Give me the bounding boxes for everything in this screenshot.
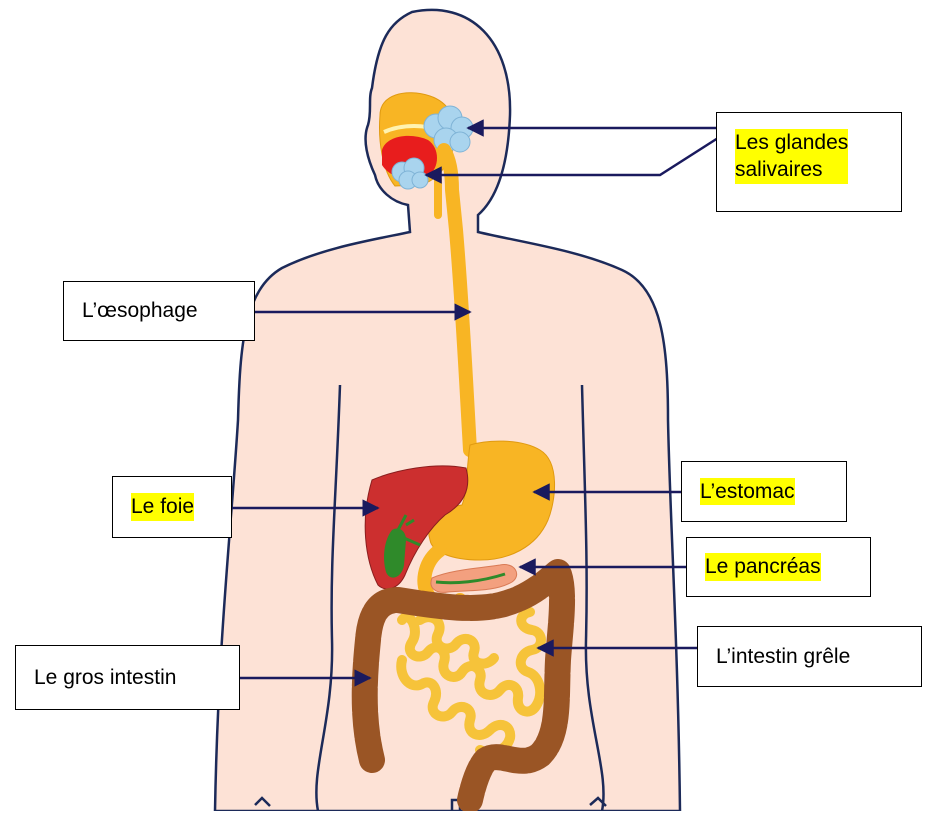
label-foie-text: Le foie (131, 493, 194, 520)
label-gros-intestin: Le gros intestin (15, 645, 240, 710)
label-pancreas: Le pancréas (686, 537, 871, 597)
label-intestin-grele: L’intestin grêle (697, 626, 922, 687)
label-glandes-text: Les glandes salivaires (735, 129, 848, 184)
label-estomac-text: L’estomac (700, 478, 795, 505)
label-pancreas-text: Le pancréas (705, 553, 821, 580)
label-oesophage: L’œsophage (63, 281, 255, 341)
label-oesophage-text: L’œsophage (82, 297, 198, 324)
label-foie: Le foie (112, 476, 232, 538)
label-intestin-grele-text: L’intestin grêle (716, 643, 850, 670)
arrow-glandes-lower (426, 138, 718, 175)
label-gros-intestin-text: Le gros intestin (34, 664, 176, 691)
label-glandes-salivaires: Les glandes salivaires (716, 112, 902, 212)
label-estomac: L’estomac (681, 461, 847, 522)
